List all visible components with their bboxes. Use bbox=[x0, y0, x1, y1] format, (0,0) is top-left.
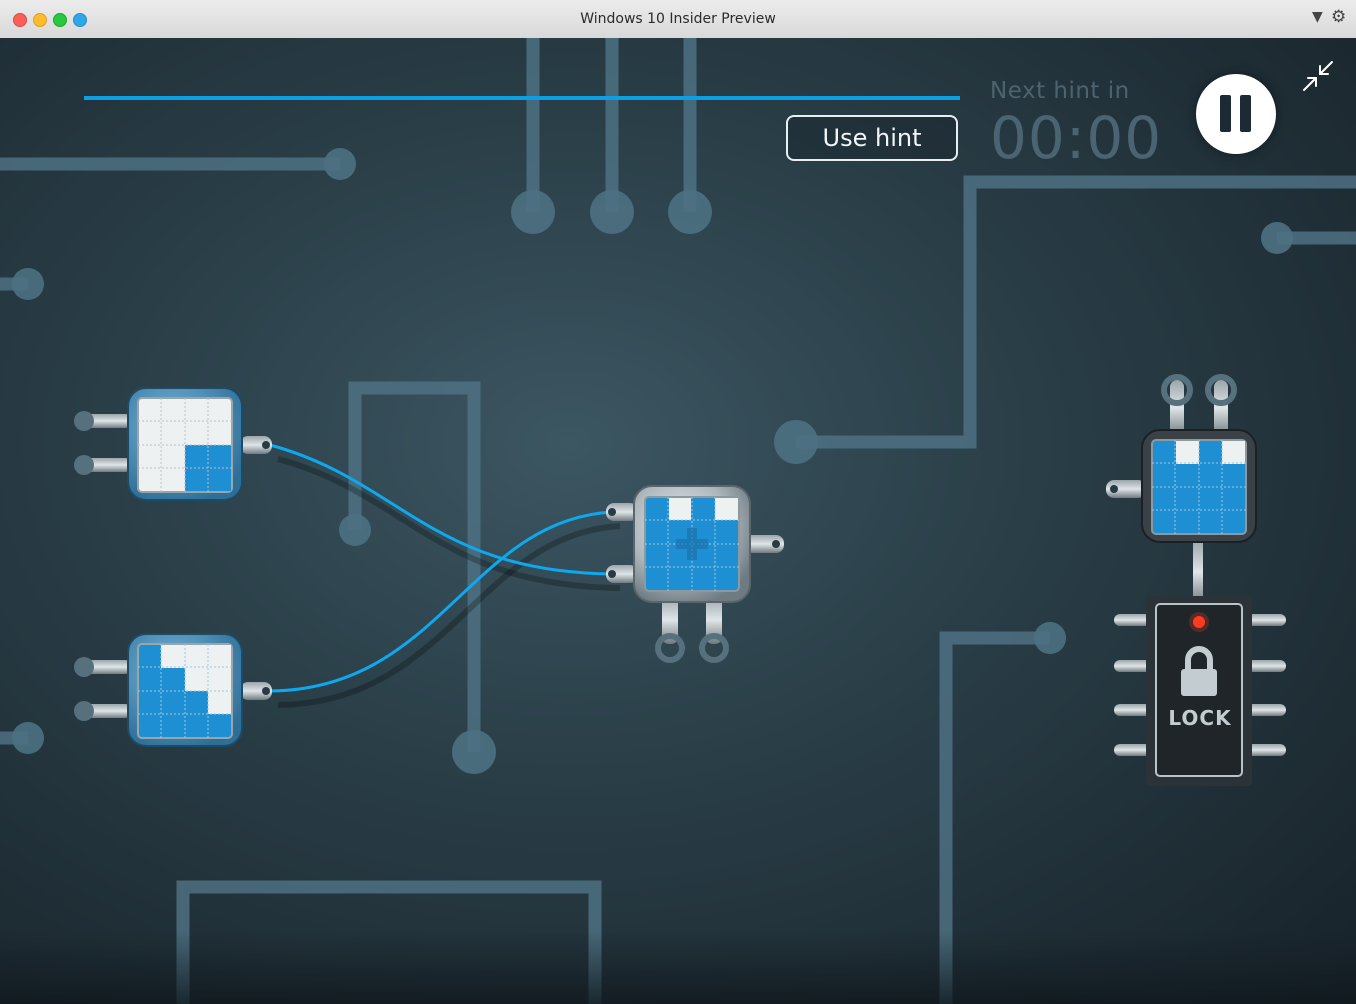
window-titlebar: Windows 10 Insider Preview ▼ ⚙ bbox=[0, 0, 1356, 39]
padlock-icon bbox=[1181, 646, 1217, 696]
dropdown-arrow-icon[interactable]: ▼ bbox=[1312, 9, 1323, 25]
collapse-arrows-icon[interactable] bbox=[1300, 58, 1336, 94]
lock-label: LOCK bbox=[1168, 706, 1232, 730]
input-chip-top[interactable] bbox=[74, 387, 272, 501]
wire-bottom bbox=[269, 510, 613, 693]
window-title: Windows 10 Insider Preview bbox=[580, 11, 776, 27]
wires bbox=[269, 443, 621, 708]
minimize-window-button[interactable] bbox=[33, 13, 47, 27]
hint-timer: 00:00 bbox=[990, 104, 1163, 172]
lock-led bbox=[1193, 616, 1205, 628]
circuit-board bbox=[0, 38, 1356, 1004]
wire-top bbox=[269, 443, 613, 576]
game-board: LOCK Use hint Next hint in 00:00 bbox=[0, 38, 1356, 1004]
progress-bar bbox=[84, 96, 960, 100]
zoom-window-button[interactable] bbox=[53, 13, 67, 27]
input-chip-bottom[interactable] bbox=[74, 633, 272, 747]
logic-gate-chip[interactable] bbox=[606, 485, 784, 663]
use-hint-button[interactable]: Use hint bbox=[786, 115, 958, 161]
close-window-button[interactable] bbox=[13, 13, 27, 27]
circuit-nodes bbox=[12, 148, 1293, 774]
extra-window-button[interactable] bbox=[73, 13, 87, 27]
gear-icon[interactable]: ⚙ bbox=[1331, 7, 1347, 27]
lock-chip bbox=[1114, 596, 1286, 786]
target-chip[interactable] bbox=[1106, 374, 1257, 604]
next-hint-label: Next hint in bbox=[990, 78, 1130, 104]
pause-button[interactable] bbox=[1196, 74, 1276, 154]
